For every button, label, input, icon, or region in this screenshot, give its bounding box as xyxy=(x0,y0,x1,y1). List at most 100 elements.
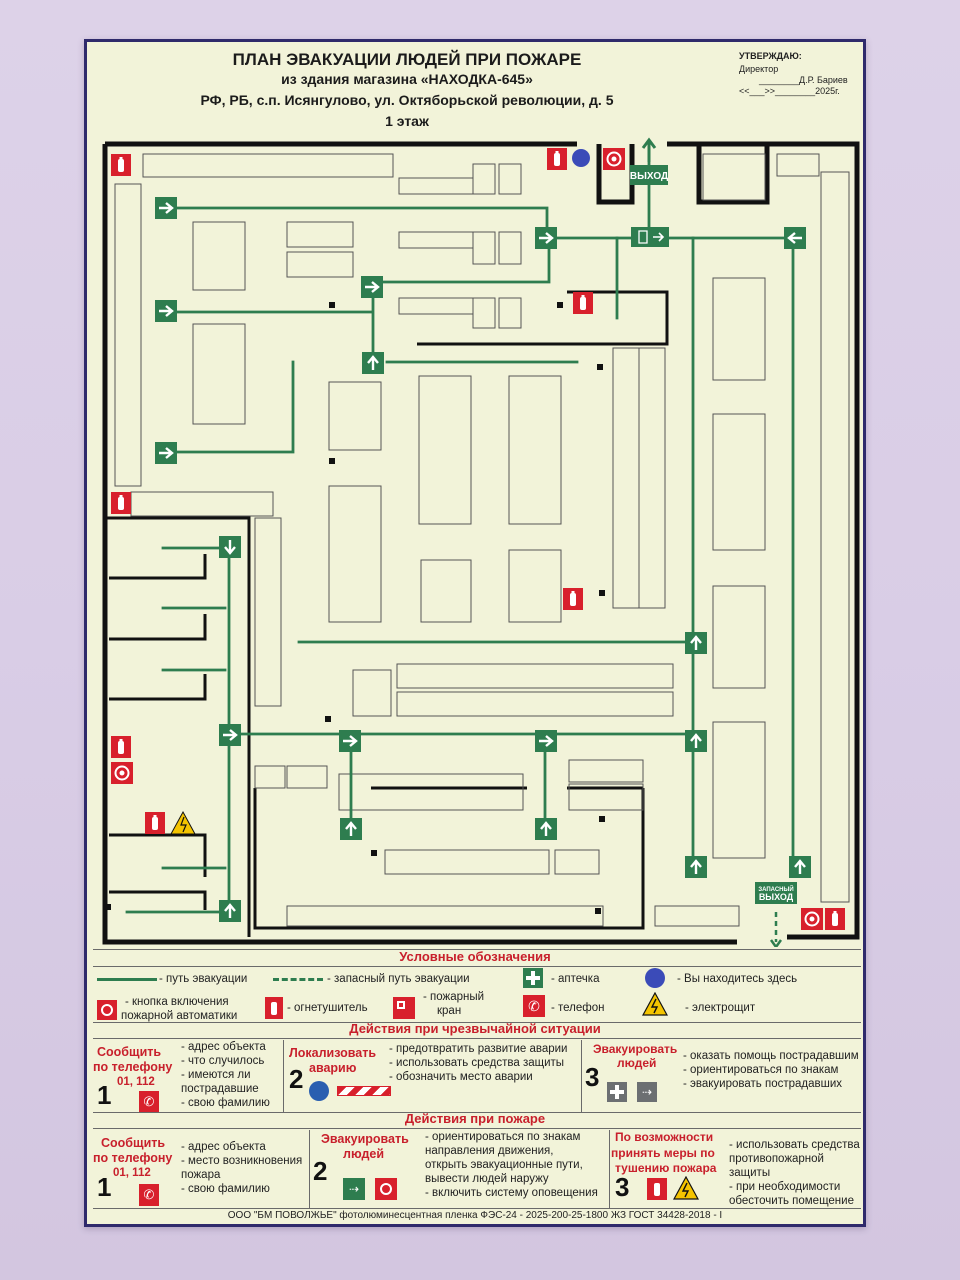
legend-hydrant-1: - пожарный xyxy=(423,991,485,1003)
approval-date: <<___>>________2025г. xyxy=(739,86,840,96)
approval-heading: УТВЕРЖДАЮ: xyxy=(739,51,802,61)
fire-col1-item: пожара xyxy=(181,1169,221,1181)
legend-phone: - телефон xyxy=(551,1002,605,1014)
fire-col1-item: - место возникновения xyxy=(181,1155,303,1167)
fire-col3-item: - использовать средства xyxy=(729,1139,860,1151)
emergency-step-3: 3 xyxy=(585,1062,600,1092)
alarm-button-icon xyxy=(97,1000,117,1020)
fire-col1-head1: Сообщить xyxy=(101,1136,166,1150)
alarm-button-icon xyxy=(375,1178,397,1200)
fire-col1-item: - адрес объекта xyxy=(181,1141,266,1153)
you-are-here-marker xyxy=(572,149,590,167)
exit-sign-label: ВЫХОД xyxy=(630,171,668,182)
emergency-col2-head2: аварию xyxy=(309,1061,357,1075)
footer-manufacturer: ООО "БМ ПОВОЛЖЬЕ" фотолюминесцентная пле… xyxy=(227,1210,723,1221)
fire-col1-list: - адрес объекта - место возникновения пожа… xyxy=(181,1140,302,1196)
fire-col3-list: - использовать средства противопожарной з… xyxy=(729,1138,863,1208)
emergency-col2-head1: Локализовать xyxy=(289,1046,377,1060)
emergency-col1-head1: Сообщить xyxy=(97,1045,162,1059)
electrical-panel-legend-icon xyxy=(641,991,669,1016)
fire-col3-head1: По возможности xyxy=(615,1130,714,1144)
emergency-col3-item: - ориентироваться по знакам xyxy=(683,1064,839,1076)
exit-sign xyxy=(630,165,668,185)
you-are-here-icon xyxy=(645,968,665,988)
plan-subtitle-building: из здания магазина «НАХОДКА-645» xyxy=(281,71,533,87)
emergency-col2-list: - предотвратить развитие аварии- использ… xyxy=(389,1042,567,1084)
fire-col2-item: вывести людей наружу xyxy=(425,1173,549,1185)
emergency-col1-item: - свою фамилию xyxy=(181,1097,270,1109)
fire-step-1: 1 xyxy=(97,1172,112,1202)
emergency-col3-list: - оказать помощь пострадавшим - ориентиро… xyxy=(683,1049,859,1091)
fire-col1-item: - свою фамилию xyxy=(181,1183,270,1195)
fire-col3-head3: тушению пожара xyxy=(615,1161,717,1175)
legend-hydrant-2: кран xyxy=(437,1005,462,1017)
legend-alarm-button-1: - кнопка включения xyxy=(125,996,229,1008)
emergency-col2-item: - обозначить место аварии xyxy=(389,1071,533,1083)
plan-subtitle-address: РФ, РБ, с.п. Исянгулово, ул. Октяборьско… xyxy=(200,92,614,108)
floor-plan: ВЫХОД ЗАПАСНЫЙ ВЫХОД xyxy=(102,137,860,947)
emergency-col3-head2: людей xyxy=(617,1056,657,1070)
emergency-step-2: 2 xyxy=(289,1064,304,1094)
running-man-exit-icon xyxy=(631,227,669,247)
emergency-col1-item: - что случилось xyxy=(181,1055,265,1067)
reserve-path-swatch xyxy=(273,978,323,981)
legend-panel: - электрощит xyxy=(685,1002,756,1014)
legend-alarm-button-2: пожарной автоматики xyxy=(121,1010,238,1022)
emergency-col1-item: - имеются ли xyxy=(181,1069,251,1081)
fire-col2-list: - ориентироваться по знакам направления д… xyxy=(425,1130,598,1200)
first-aid-icon xyxy=(607,1082,627,1102)
protective-mask-icon xyxy=(309,1081,329,1101)
fire-col2-head2: людей xyxy=(343,1147,385,1161)
electrical-panel-icon xyxy=(170,810,196,835)
approval-role: Директор xyxy=(739,64,779,74)
emergency-col1-item: пострадавшие xyxy=(181,1083,259,1095)
legend-you-are-here: - Вы находитесь здесь xyxy=(677,973,798,985)
phone-icon: ✆ xyxy=(523,995,545,1017)
legend-first-aid: - аптечка xyxy=(551,973,600,985)
electrical-panel-icon xyxy=(672,1175,700,1200)
fire-step-2: 2 xyxy=(313,1156,328,1186)
evacuation-plan-sign: ПЛАН ЭВАКУАЦИИ ЛЮДЕЙ ПРИ ПОЖАРЕ из здани… xyxy=(84,39,866,1227)
fire-title: Действия при пожаре xyxy=(404,1111,546,1126)
emergency-col1-phone: 01, 112 xyxy=(117,1076,155,1088)
emergency-col1-item: - адрес объекта xyxy=(181,1041,266,1053)
phone-icon: ✆ xyxy=(139,1091,159,1113)
fire-col3-item: - при необходимости xyxy=(729,1181,841,1193)
emergency-title: Действия при чрезвычайной ситуации xyxy=(349,1021,601,1036)
fire-col2-head1: Эвакуировать xyxy=(321,1132,409,1146)
fire-col1-phone: 01, 112 xyxy=(113,1167,151,1179)
fire-col2-item: направления движения, xyxy=(425,1145,554,1157)
legend-extinguisher: - огнетушитель xyxy=(287,1002,368,1014)
emergency-step-1: 1 xyxy=(97,1080,112,1110)
fire-step-3: 3 xyxy=(615,1172,630,1202)
legend-evac-path: - путь эвакуации xyxy=(159,973,248,985)
legend-reserve-path: - запасный путь эвакуации xyxy=(327,973,470,985)
hazard-tape-icon xyxy=(337,1086,391,1096)
emergency-col1-list: - адрес объекта - что случилось - имеются … xyxy=(181,1040,270,1110)
evacuation-exit-icon: ⇢ xyxy=(637,1082,657,1102)
fire-col3-item: противопожарной защиты xyxy=(729,1153,824,1179)
fire-hydrant-icon xyxy=(393,997,415,1019)
fire-col3-item: обесточить помещение xyxy=(729,1195,854,1207)
emergency-col2-item: - предотвратить развитие аварии xyxy=(389,1043,568,1055)
fire-col2-item: открыть эвакуационные пути, xyxy=(425,1159,583,1171)
fire-extinguisher-icon xyxy=(265,997,283,1019)
emergency-col1-head2: по телефону xyxy=(93,1060,173,1074)
emergency-col3-head1: Эвакуировать xyxy=(593,1042,678,1056)
approval-signature: ________Д.Р. Бариев xyxy=(759,75,848,85)
emergency-col3-item: - оказать помощь пострадавшим xyxy=(683,1050,859,1062)
evacuation-exit-icon: ⇢ xyxy=(343,1178,365,1200)
fire-col1-head2: по телефону xyxy=(93,1151,173,1165)
legend-title: Условные обозначения xyxy=(399,949,551,964)
emergency-col3-item: - эвакуировать пострадавших xyxy=(683,1078,843,1090)
reserve-exit-label-2: ВЫХОД xyxy=(759,892,794,902)
reserve-exit-sign xyxy=(755,882,797,904)
evac-path-swatch xyxy=(97,978,157,981)
plan-title: ПЛАН ЭВАКУАЦИИ ЛЮДЕЙ ПРИ ПОЖАРЕ xyxy=(232,50,582,69)
fire-col2-item: - включить систему оповещения xyxy=(425,1187,598,1199)
fire-extinguisher-icon xyxy=(647,1178,667,1200)
fire-col2-item: - ориентироваться по знакам xyxy=(425,1131,581,1143)
plan-subtitle-floor: 1 этаж xyxy=(385,113,429,129)
reserve-exit-label-1: ЗАПАСНЫЙ xyxy=(758,885,793,893)
fire-col3-head2: принять меры по xyxy=(611,1146,715,1160)
